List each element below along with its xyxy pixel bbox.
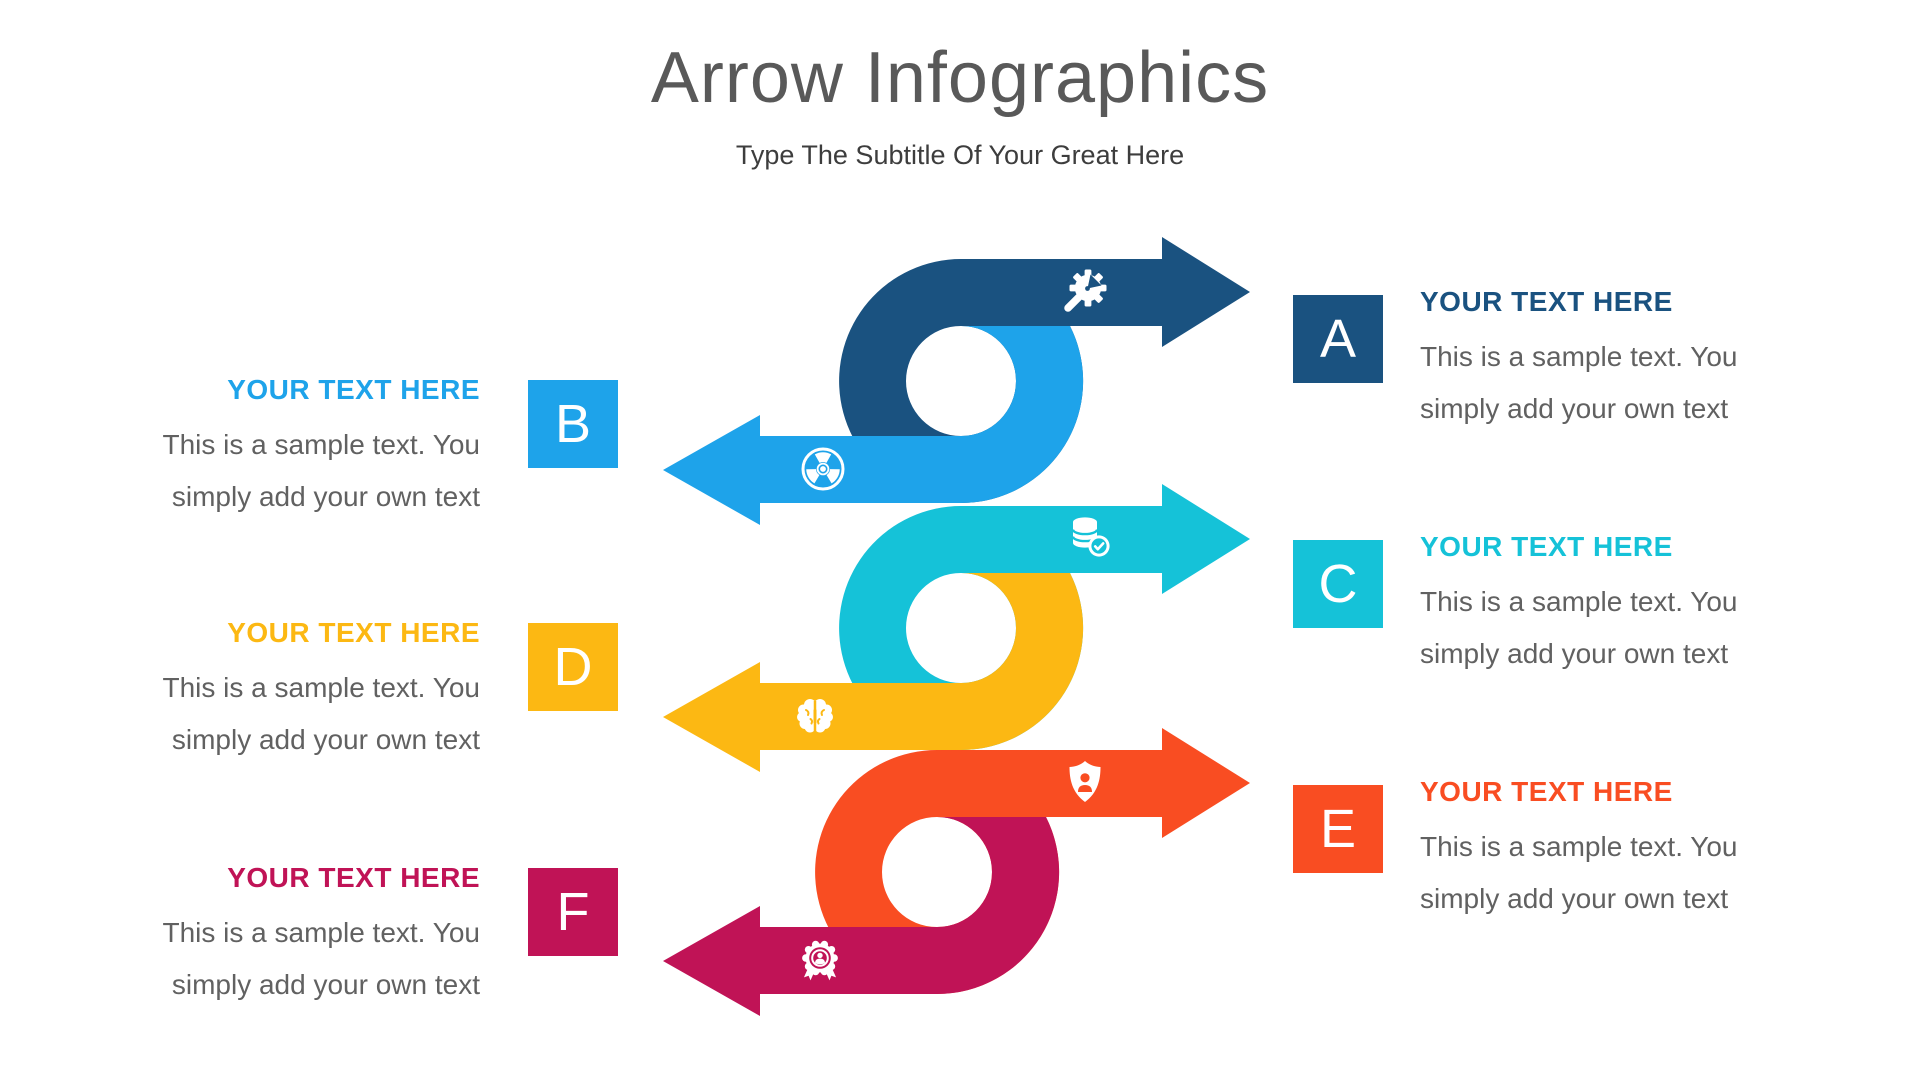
arrow-d [663, 573, 1084, 772]
page-title: Arrow Infographics [650, 38, 1270, 118]
arrow-b [663, 326, 1084, 525]
arrow-unit-2 [663, 484, 1250, 772]
brain-icon [797, 699, 833, 733]
item-heading: YOUR TEXT HERE [227, 862, 480, 893]
letter-box-f: F [528, 868, 618, 956]
database-check-icon [1071, 517, 1110, 557]
arrow-unit-1 [663, 237, 1250, 525]
radiation-icon [801, 447, 845, 491]
letter: B [554, 394, 592, 454]
letter-box-e: E [1293, 785, 1383, 873]
letter-box-c: C [1293, 540, 1383, 628]
shield-user-icon [1069, 761, 1101, 802]
item-body-line: simply add your own text [171, 724, 480, 755]
award-user-icon [802, 940, 838, 981]
letter-box-a: A [1293, 295, 1383, 383]
item-heading: YOUR TEXT HERE [1420, 531, 1673, 562]
arrow-unit-3 [663, 728, 1250, 1016]
item-heading: YOUR TEXT HERE [227, 617, 480, 648]
item-body-line: simply add your own text [1420, 393, 1729, 424]
item-heading: YOUR TEXT HERE [1420, 286, 1673, 317]
item-body-line: simply add your own text [171, 481, 480, 512]
item-heading: YOUR TEXT HERE [1420, 776, 1673, 807]
item-body-line: This is a sample text. You [1420, 586, 1738, 617]
item-heading: YOUR TEXT HERE [227, 374, 480, 405]
item-body-line: This is a sample text. You [162, 917, 480, 948]
item-body-line: This is a sample text. You [162, 429, 480, 460]
item-body-line: This is a sample text. You [1420, 831, 1738, 862]
item-body-line: simply add your own text [171, 969, 480, 1000]
item-body-line: This is a sample text. You [1420, 341, 1738, 372]
item-body-line: This is a sample text. You [162, 672, 480, 703]
letter-box-d: D [528, 623, 618, 711]
letter: A [1319, 309, 1357, 369]
letter: D [553, 637, 593, 697]
letter: F [556, 882, 590, 942]
letter-box-b: B [528, 380, 618, 468]
arrow-f [663, 817, 1060, 1016]
item-body-line: simply add your own text [1420, 883, 1729, 914]
item-body-line: simply add your own text [1420, 638, 1729, 669]
letter: C [1318, 554, 1358, 614]
gear-wrench-icon [1064, 269, 1107, 312]
page-subtitle: Type The Subtitle Of Your Great Here [735, 140, 1185, 170]
letter: E [1319, 799, 1357, 859]
